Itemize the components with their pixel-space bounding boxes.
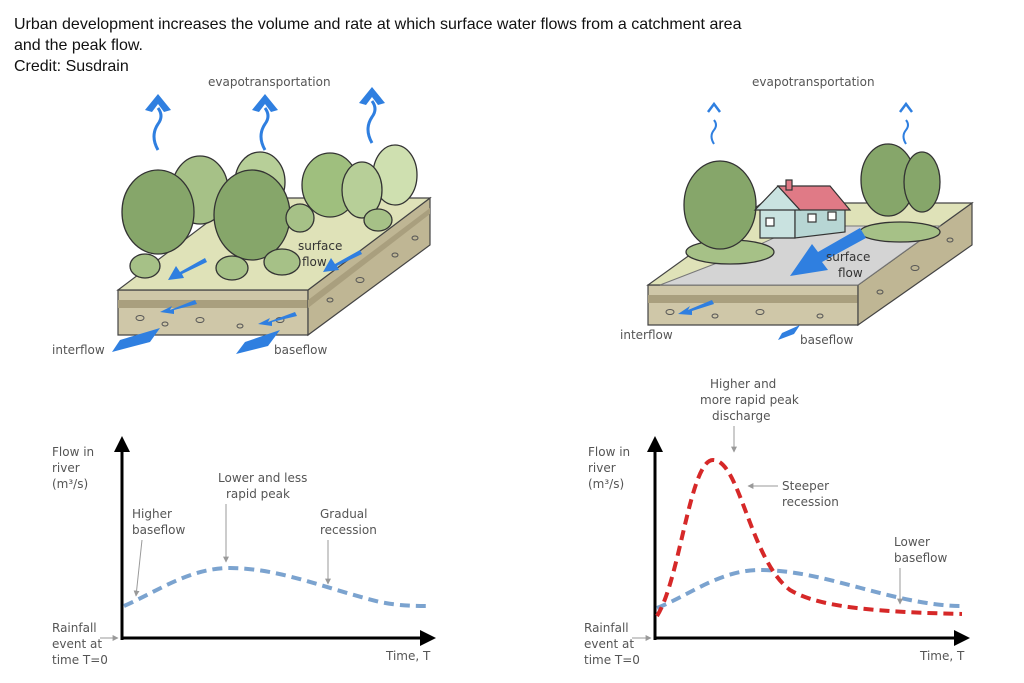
urban-surface-label-2: flow bbox=[838, 266, 863, 280]
graph-rural-rain-1: Rainfall bbox=[52, 621, 97, 635]
graph-urban-x-arrowhead bbox=[954, 630, 970, 646]
urban-evap-label: evapotransportation bbox=[752, 75, 875, 89]
graph-urban-flow-curve bbox=[655, 457, 963, 618]
rural-evap-label: evapotransportation bbox=[208, 75, 331, 89]
rural-soil-stripe bbox=[118, 300, 308, 308]
graph-urban-xlabel: Time, T bbox=[919, 649, 965, 663]
graph-rural: Flow in river (m³/s) Time, T Rainfall ev… bbox=[52, 436, 436, 667]
graph-urban-ylabel-1: Flow in bbox=[588, 445, 630, 459]
graph-urban: Flow in river (m³/s) Time, T Rainfall ev… bbox=[584, 377, 970, 667]
graph-rural-ann-rec-2: recession bbox=[320, 523, 377, 537]
caption-line-3: Credit: Susdrain bbox=[14, 58, 129, 75]
graph-urban-ann-low-2: baseflow bbox=[894, 551, 948, 565]
rural-pebbles bbox=[135, 235, 419, 329]
rural-surface-label-2: flow bbox=[302, 255, 327, 269]
rural-soil-side-stripe bbox=[308, 208, 430, 308]
caption-line-2: and the peak flow. bbox=[14, 37, 143, 54]
urban-surface-label-1: surface bbox=[826, 250, 870, 264]
urban-baseflow-label: baseflow bbox=[800, 333, 854, 347]
graph-rural-ylabel-3: (m³/s) bbox=[52, 477, 88, 491]
graph-rural-xlabel: Time, T bbox=[385, 649, 431, 663]
graph-rural-ann-peak-2: rapid peak bbox=[226, 487, 290, 501]
graph-urban-ann-low-1: Lower bbox=[894, 535, 930, 549]
rural-baseflow-label: baseflow bbox=[274, 343, 328, 357]
graph-rural-ann-rec-1: Gradual bbox=[320, 507, 368, 521]
graph-rural-x-arrowhead bbox=[420, 630, 436, 646]
urban-pebbles bbox=[665, 237, 954, 319]
graph-rural-ylabel-2: river bbox=[52, 461, 80, 475]
graph-rural-ann-base-1: Higher bbox=[132, 507, 172, 521]
caption-line-1: Urban development increases the volume a… bbox=[14, 16, 742, 33]
rural-surface-arrows bbox=[168, 250, 362, 280]
graph-rural-ann-base-2: baseflow bbox=[132, 523, 186, 537]
rural-soil-front bbox=[117, 289, 309, 336]
graph-urban-ann-rec-1: Steeper bbox=[782, 479, 829, 493]
graph-rural-ylabel-1: Flow in bbox=[52, 445, 94, 459]
graph-rural-rain-2: event at bbox=[52, 637, 102, 651]
urban-surface-arrow bbox=[790, 228, 866, 276]
urban-evap-arrows bbox=[710, 119, 909, 145]
graph-rural-rain-3: time T=0 bbox=[52, 653, 108, 667]
graph-urban-ann-peak-2: more rapid peak bbox=[700, 393, 799, 407]
rural-evap-arrows bbox=[152, 100, 377, 151]
graph-urban-ylabel-2: river bbox=[588, 461, 616, 475]
urban-soil-stripe bbox=[648, 295, 858, 303]
urban-house bbox=[753, 179, 852, 239]
graph-rural-ann-base-pointer bbox=[133, 539, 143, 597]
urban-sub-arrows bbox=[678, 300, 800, 340]
urban-interflow-label: interflow bbox=[620, 328, 673, 342]
rural-catchment-illustration: evapotransportation surface flow interfl… bbox=[52, 75, 432, 357]
urban-trees bbox=[683, 143, 941, 265]
graph-urban-rural-curve bbox=[656, 567, 963, 610]
graph-urban-ylabel-3: (m³/s) bbox=[588, 477, 624, 491]
graph-urban-ann-peak-1: Higher and bbox=[710, 377, 776, 391]
graph-urban-rain-3: time T=0 bbox=[584, 653, 640, 667]
graph-urban-y-arrowhead bbox=[647, 436, 663, 452]
graph-rural-flow-curve bbox=[123, 565, 431, 608]
urban-evap-arrowheads bbox=[707, 101, 913, 113]
rural-sub-arrows bbox=[112, 300, 297, 354]
rural-surface-label-1: surface bbox=[298, 239, 342, 253]
graph-rural-ann-peak-1: Lower and less bbox=[218, 471, 307, 485]
rural-evap-arrowheads bbox=[145, 87, 385, 112]
graph-urban-ann-peak-3: discharge bbox=[712, 409, 770, 423]
caption: Urban development increases the volume a… bbox=[14, 14, 914, 77]
urban-soil-front bbox=[647, 284, 859, 326]
graph-urban-rain-2: event at bbox=[584, 637, 634, 651]
rural-trees bbox=[121, 144, 418, 281]
urban-catchment-illustration: evapotransportation surface flow interfl… bbox=[620, 75, 974, 347]
rural-interflow-label: interflow bbox=[52, 343, 105, 357]
graph-urban-rain-1: Rainfall bbox=[584, 621, 629, 635]
graph-urban-ann-rec-2: recession bbox=[782, 495, 839, 509]
graph-rural-y-arrowhead bbox=[114, 436, 130, 452]
